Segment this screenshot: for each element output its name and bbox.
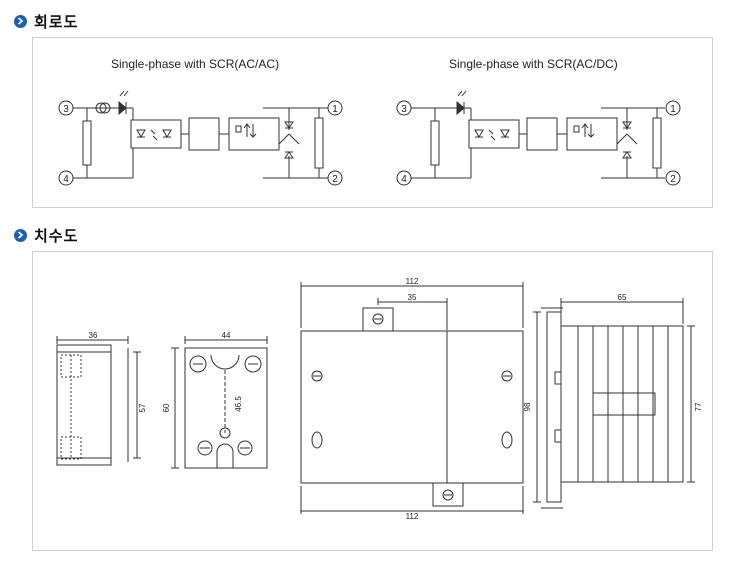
terminal-label: 3 [63,104,69,115]
circuit-diagram: 3 4 1 2 3 4 1 2 [58,90,681,186]
dim-top-width-bottom: 112 [406,512,419,521]
dim-heatsink-inner: 77 [694,402,703,411]
circuit-left [58,90,343,186]
side-view [56,336,141,466]
terminal-label: 4 [401,174,407,185]
dim-top-width: 112 [406,277,419,286]
dim-front-width: 44 [222,331,231,340]
dim-top-offset: 35 [408,293,417,302]
terminal-label: 4 [63,174,69,185]
terminal-label: 1 [670,104,676,115]
dim-front-pitch: 46.5 [234,396,243,412]
circuit-section-header: 회로도 [14,11,78,31]
terminal-label: 2 [670,174,676,185]
top-view [300,282,524,514]
chevron-right-icon [14,228,27,242]
dimension-diagram-panel: 36 57 44 60 46.5 112 35 112 65 98 77 [32,251,713,551]
heatsink-view [533,298,695,509]
circuit-diagram-panel: Single-phase with SCR(AC/AC) Single-phas… [32,37,713,208]
dimension-section-title: 치수도 [34,227,79,245]
dim-side-height: 57 [138,403,147,412]
terminal-label: 3 [401,104,407,115]
circuit-section-title: 회로도 [34,13,79,31]
dim-heatsink-width: 65 [618,293,627,302]
dim-front-height: 60 [162,403,171,412]
dimension-section-header: 치수도 [14,225,78,245]
circuit-caption-left: Single-phase with SCR(AC/AC) [111,57,280,71]
circuit-right [396,90,681,186]
front-view [171,336,268,469]
terminal-label: 1 [332,104,338,115]
dim-side-width: 36 [89,331,98,340]
chevron-right-icon [14,14,27,28]
dim-heatsink-outer: 98 [523,402,532,411]
dimension-drawing: 36 57 44 60 46.5 112 35 112 65 98 77 [56,277,703,521]
terminal-label: 2 [332,174,338,185]
circuit-caption-right: Single-phase with SCR(AC/DC) [449,57,618,71]
